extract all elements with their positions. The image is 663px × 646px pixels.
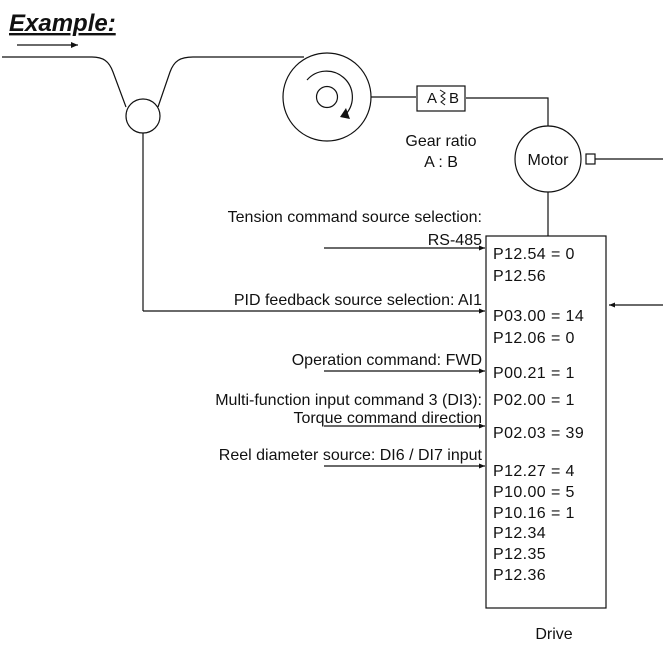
param-p12-56: P12.56 <box>493 268 546 285</box>
param-p12-34: P12.34 <box>493 525 546 542</box>
drive-label: Drive <box>535 626 572 643</box>
multi-function-input-label: Multi-function input command 3 (DI3): <box>215 392 482 409</box>
web-path-right <box>157 56 304 108</box>
param-p12-27: P12.27 = 4 <box>493 463 575 480</box>
param-p02-00: P02.00 = 1 <box>493 392 575 409</box>
param-p10-00: P10.00 = 5 <box>493 484 575 501</box>
tension-command-source: RS-485 <box>428 232 482 249</box>
reel-diameter-label: Reel diameter source: DI6 / DI7 input <box>219 447 483 464</box>
gear-to-motor-line <box>466 97 549 126</box>
dancer-roller <box>125 98 161 134</box>
param-p12-54: P12.54 = 0 <box>493 246 575 263</box>
drive-box <box>485 235 607 609</box>
reel-core <box>315 85 339 109</box>
gear-ratio-label: Gear ratio <box>405 133 476 150</box>
param-p10-16: P10.16 = 1 <box>493 505 575 522</box>
operation-command-label: Operation command: FWD <box>292 352 482 369</box>
param-p00-21: P00.21 = 1 <box>493 365 575 382</box>
gear-ratio-value: A : B <box>424 154 458 171</box>
param-p03-00: P03.00 = 14 <box>493 308 584 325</box>
torque-direction-label: Torque command direction <box>293 410 482 427</box>
gear-coupling-icon <box>439 89 446 106</box>
param-p12-36: P12.36 <box>493 567 546 584</box>
rotation-arc-icon <box>306 70 353 115</box>
motor-label: Motor <box>528 152 570 169</box>
rotation-arrow-icon <box>340 108 350 119</box>
motor-shaft-icon <box>585 153 596 165</box>
param-p02-03: P02.03 = 39 <box>493 425 584 442</box>
gear-a-label: A <box>427 90 437 107</box>
pid-feedback-label: PID feedback source selection: AI1 <box>234 292 482 309</box>
gear-b-label: B <box>449 90 459 107</box>
tension-command-label: Tension command source selection: <box>228 209 482 226</box>
param-p12-35: P12.35 <box>493 546 546 563</box>
web-path-left <box>2 56 127 108</box>
example-title: Example: <box>9 10 116 37</box>
param-p12-06: P12.06 = 0 <box>493 330 575 347</box>
